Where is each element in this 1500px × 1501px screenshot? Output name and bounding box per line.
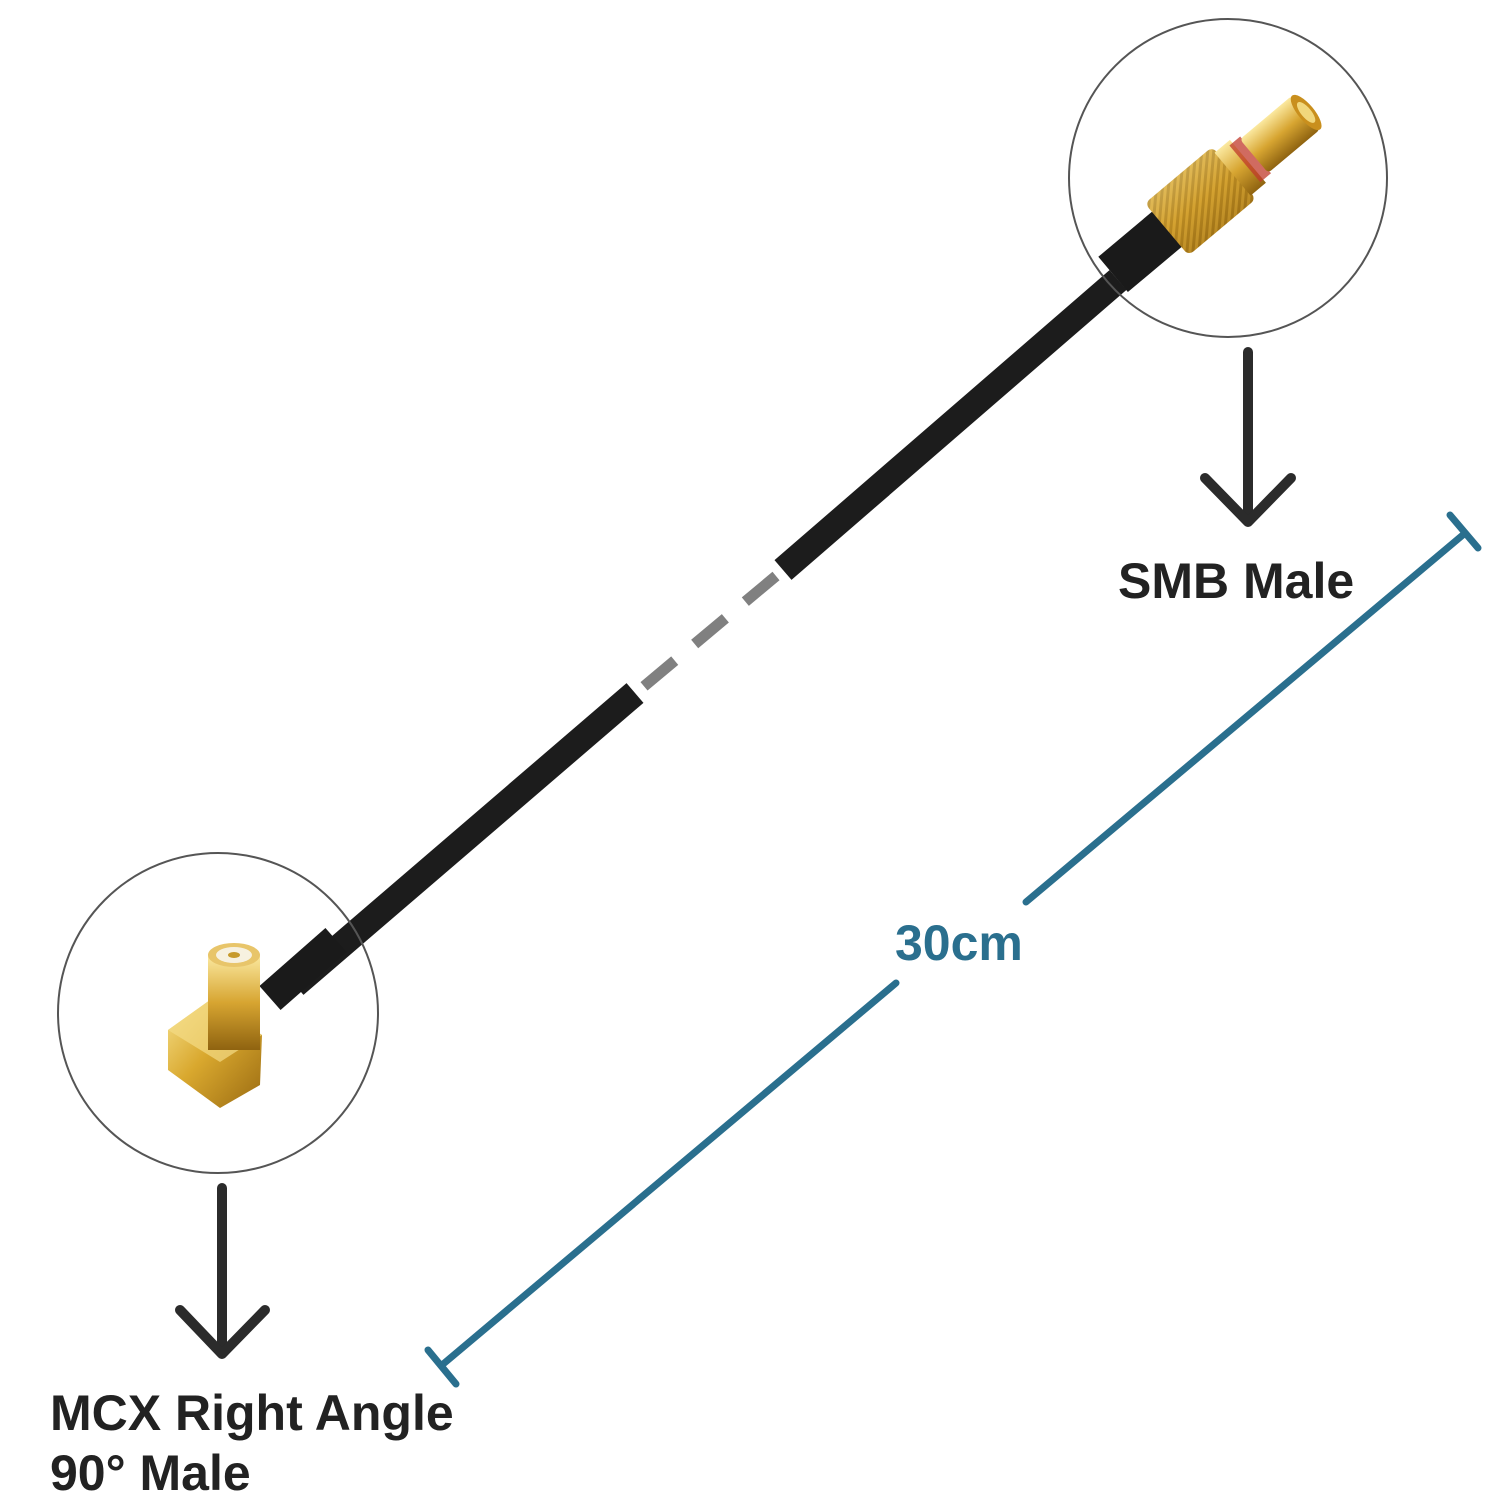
zoom-circle-bottom: [57, 852, 379, 1174]
down-arrow-icon: [175, 1183, 270, 1359]
cable-gap-dashes: [638, 571, 780, 693]
cable-lower-segment: [286, 683, 644, 995]
zoom-circle-top: [1068, 18, 1388, 338]
smb-connector-detail: [1068, 18, 1388, 338]
mcx-right-angle-connector-icon: [168, 927, 347, 1108]
down-arrow-icon: [1200, 347, 1296, 527]
mcx-90-male-label: 90° Male: [50, 1445, 251, 1501]
dimension-end-cap-top: [1446, 511, 1482, 552]
cable-length-label: 30cm: [895, 915, 1023, 971]
smb-male-label: SMB Male: [1118, 553, 1355, 609]
mcx-connector-detail: [57, 852, 379, 1174]
dimension-line: [424, 511, 1482, 1388]
cable-upper-segment: [774, 270, 1127, 580]
coax-cable: [286, 270, 1127, 995]
dimension-end-cap-bottom: [424, 1346, 460, 1388]
mcx-right-angle-label: MCX Right Angle: [50, 1385, 454, 1441]
smb-male-connector-icon: [1098, 94, 1322, 293]
